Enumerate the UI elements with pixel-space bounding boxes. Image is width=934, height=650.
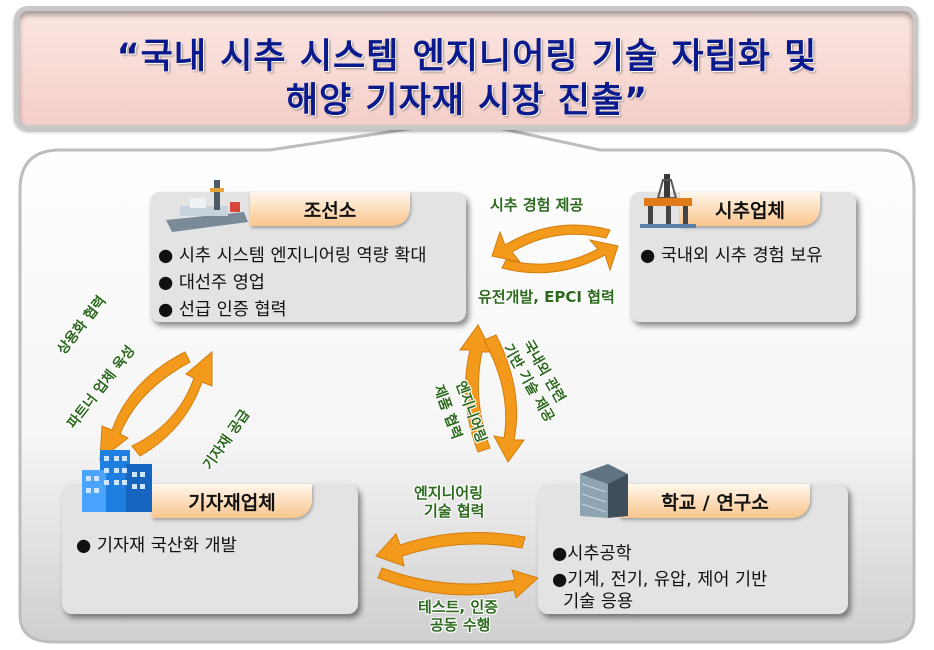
academy-title-tab: 학교 / 연구소 bbox=[620, 484, 810, 518]
office-tower-icon bbox=[580, 464, 628, 518]
arrow-top-right bbox=[501, 239, 619, 274]
shipyard-item-3: ● 선급 인증 협력 bbox=[158, 300, 287, 320]
academy-item-1: ●시추공학 bbox=[552, 544, 632, 564]
title-line-2: 해양 기자재 시장 진출” bbox=[285, 81, 649, 121]
oil-rig-icon bbox=[640, 174, 696, 228]
shipyard-item-2: ● 대선주 영업 bbox=[158, 273, 265, 293]
drilling-title: 시추업체 bbox=[715, 199, 785, 222]
arrow-center-right bbox=[483, 334, 525, 463]
academy-item-3: 기술 응용 bbox=[552, 592, 634, 612]
shipyard-title-tab: 조선소 bbox=[250, 192, 410, 226]
academy-item-2: ●기계, 전기, 유압, 제어 기반 bbox=[552, 570, 768, 590]
drilling-item-1: ● 국내외 시추 경험 보유 bbox=[640, 246, 823, 266]
arrow-bottom-upper bbox=[375, 532, 526, 567]
shipyard-title: 조선소 bbox=[303, 199, 357, 222]
title-banner bbox=[14, 6, 918, 130]
arrow-left-outer bbox=[99, 351, 191, 462]
equipment-title: 기자재업체 bbox=[188, 491, 276, 514]
equipment-title-tab: 기자재업체 bbox=[152, 484, 312, 518]
drilling-title-tab: 시추업체 bbox=[680, 192, 820, 226]
label-top-lower: 유전개발, EPCI 협력 bbox=[478, 288, 615, 306]
label-bottom-lower-2: 공동 수행 bbox=[430, 616, 491, 634]
equipment-item-1: ● 기자재 국산화 개발 bbox=[76, 536, 237, 556]
label-bottom-upper-2: 기술 협력 bbox=[424, 502, 485, 520]
label-bottom-upper-1: 엔지니어링 bbox=[414, 484, 484, 502]
arrow-bottom-lower bbox=[377, 567, 539, 599]
academy-title: 학교 / 연구소 bbox=[661, 491, 769, 514]
ship-icon bbox=[166, 180, 248, 232]
label-bottom-lower-1: 테스트, 인증 bbox=[418, 598, 498, 616]
label-top-upper: 시추 경험 제공 bbox=[490, 196, 584, 214]
building-icon bbox=[82, 450, 152, 512]
title-line-1: “국내 시추 시스템 엔지니어링 기술 자립화 및 bbox=[116, 37, 818, 77]
arrow-top-left bbox=[491, 224, 611, 263]
academy-card: 학교 / 연구소 ●시추공학 ●기계, 전기, 유압, 제어 기반 기술 응용 bbox=[538, 484, 848, 614]
arrow-left-inner bbox=[131, 350, 213, 457]
shipyard-item-1: ● 시추 시스템 엔지니어링 역량 확대 bbox=[158, 246, 427, 266]
arrow-center-left bbox=[459, 324, 493, 453]
